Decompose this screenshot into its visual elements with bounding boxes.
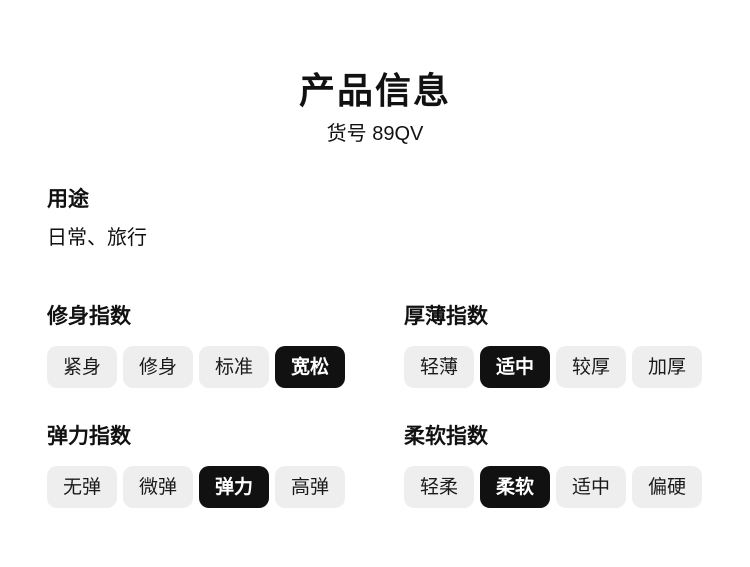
usage-value: 日常、旅行 [47, 227, 147, 249]
thickness-index-heading: 厚薄指数 [404, 305, 488, 328]
item-number: 货号 89QV [326, 123, 424, 145]
softness-index-heading: 柔软指数 [404, 425, 488, 448]
softness-index-pill-row: 轻柔 柔软 适中 偏硬 [404, 466, 750, 508]
index-option-pill: 微弹 [123, 466, 194, 508]
index-option-pill: 修身 [123, 346, 194, 388]
index-option-pill: 无弹 [47, 466, 118, 508]
index-option-pill: 加厚 [632, 346, 703, 388]
index-option-pill: 轻薄 [404, 346, 475, 388]
index-section-fit: 修身指数 紧身 修身 标准 宽松 [47, 306, 404, 388]
page-title: 产品信息 [298, 70, 451, 111]
index-option-pill: 轻柔 [404, 466, 475, 508]
thickness-index-pill-row: 轻薄 适中 较厚 加厚 [404, 346, 750, 388]
fit-index-heading: 修身指数 [47, 305, 131, 328]
index-option-pill: 高弹 [275, 466, 346, 508]
index-option-pill: 标准 [199, 346, 270, 388]
index-option-pill: 较厚 [556, 346, 627, 388]
index-option-pill: 适中 [556, 466, 627, 508]
index-option-pill-selected: 柔软 [480, 466, 551, 508]
usage-heading: 用途 [47, 188, 89, 211]
index-grid: 修身指数 紧身 修身 标准 宽松 厚薄指数 轻薄 适中 较厚 加厚 弹力指数 无… [47, 306, 750, 508]
index-section-thickness: 厚薄指数 轻薄 适中 较厚 加厚 [404, 306, 750, 388]
index-option-pill-selected: 弹力 [199, 466, 270, 508]
index-section-softness: 柔软指数 轻柔 柔软 适中 偏硬 [404, 426, 750, 508]
elasticity-index-pill-row: 无弹 微弹 弹力 高弹 [47, 466, 404, 508]
usage-section: 用途 日常、旅行 [47, 189, 750, 248]
index-option-pill: 偏硬 [632, 466, 703, 508]
index-section-elasticity: 弹力指数 无弹 微弹 弹力 高弹 [47, 426, 404, 508]
index-option-pill-selected: 宽松 [275, 346, 346, 388]
index-option-pill: 紧身 [47, 346, 118, 388]
fit-index-pill-row: 紧身 修身 标准 宽松 [47, 346, 404, 388]
elasticity-index-heading: 弹力指数 [47, 425, 131, 448]
index-option-pill-selected: 适中 [480, 346, 551, 388]
